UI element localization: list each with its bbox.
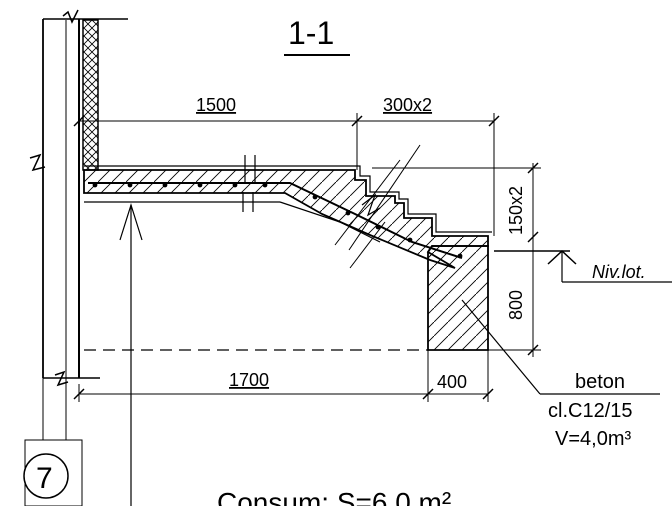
- axis-marker: 7: [23, 378, 83, 506]
- material-line3: V=4,0m³: [555, 428, 631, 450]
- dimension-1700-400: 1700 400: [73, 350, 494, 402]
- material-line1: beton: [575, 371, 625, 393]
- level-label: Niv.lot.: [592, 262, 646, 282]
- break-symbols: [29, 9, 256, 387]
- material-note: beton cl.C12/15 V=4,0m³: [461, 299, 660, 450]
- material-line2: cl.C12/15: [548, 400, 633, 422]
- dim-tread: 300x2: [383, 95, 432, 115]
- slab-and-stairs: [83, 165, 492, 269]
- wall: [42, 18, 128, 390]
- dimension-1500: 1500: [73, 95, 363, 170]
- dim-total-length: 1700: [229, 370, 269, 390]
- dimension-300x2: 300x2: [357, 95, 500, 236]
- section-cut-arrow: [119, 202, 143, 506]
- dimension-800: 800: [488, 237, 541, 357]
- dim-landing-length: 1500: [196, 95, 236, 115]
- ground-level-marker: Niv.lot.: [494, 249, 672, 283]
- dim-footing-width: 400: [437, 372, 467, 392]
- footing: [84, 245, 489, 351]
- axis-number: 7: [36, 462, 53, 495]
- stair-break-lines: [334, 144, 421, 269]
- section-title: 1-1: [288, 15, 334, 51]
- dim-footing-height: 800: [506, 290, 526, 320]
- dim-riser: 150x2: [506, 186, 526, 235]
- consumption-text: Consum: S=6,0 m²: [217, 487, 451, 506]
